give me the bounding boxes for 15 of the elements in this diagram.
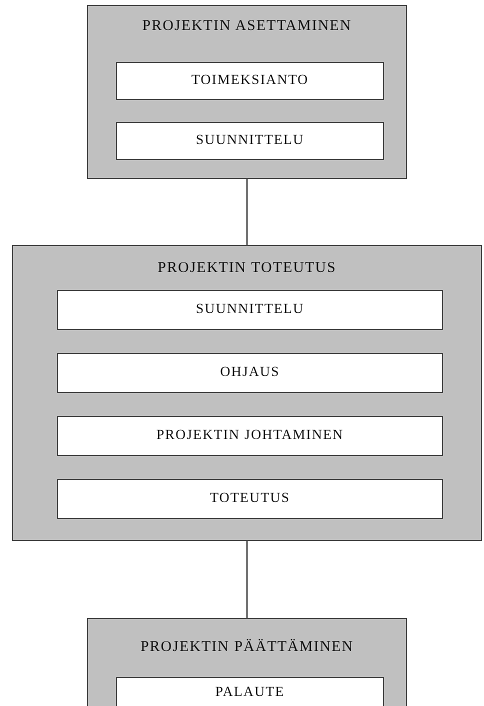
connector-line bbox=[246, 541, 248, 618]
phase-heading: PROJEKTIN PÄÄTTÄMINEN bbox=[139, 639, 355, 656]
task-box: PALAUTE bbox=[116, 677, 384, 706]
phase-panel bbox=[87, 618, 407, 706]
task-box: TOTEUTUS bbox=[57, 479, 443, 519]
phase-heading: PROJEKTIN ASETTAMINEN bbox=[141, 18, 353, 35]
task-box: TOIMEKSIANTO bbox=[116, 62, 384, 100]
task-box: PROJEKTIN JOHTAMINEN bbox=[57, 416, 443, 456]
connector-line bbox=[246, 179, 248, 245]
task-box: SUUNNITTELU bbox=[57, 290, 443, 330]
phase-panel bbox=[87, 5, 407, 179]
task-box: OHJAUS bbox=[57, 353, 443, 393]
phase-panel bbox=[12, 245, 482, 541]
task-box: SUUNNITTELU bbox=[116, 122, 384, 160]
phase-heading: PROJEKTIN TOTEUTUS bbox=[156, 260, 338, 277]
